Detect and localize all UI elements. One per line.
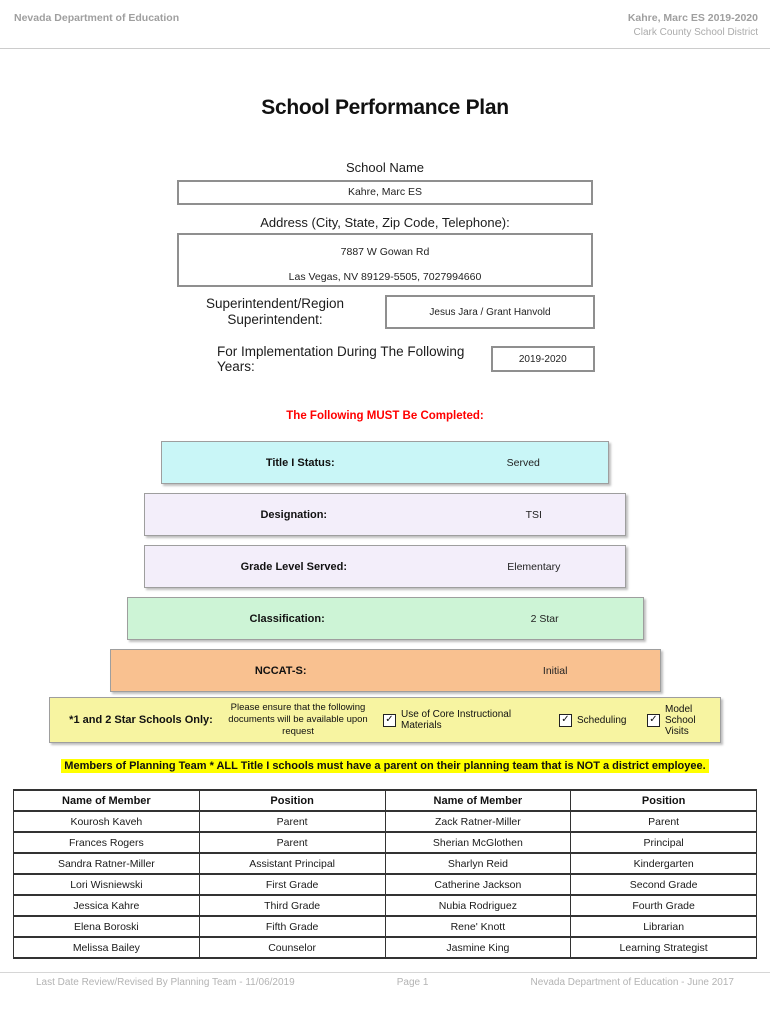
table-cell: Parent xyxy=(570,810,757,833)
table-cell: First Grade xyxy=(198,873,386,896)
members-table: Name of Member Position Name of Member P… xyxy=(13,789,757,959)
table-cell: Sandra Ratner-Miller xyxy=(13,852,200,875)
status-bar-classification: Classification: 2 Star xyxy=(126,597,644,640)
table-cell: Second Grade xyxy=(570,873,757,896)
header-divider xyxy=(0,48,770,49)
checkbox-core-instructional-materials[interactable]: ✓ Use of Core Instructional Materials xyxy=(383,709,553,731)
table-cell: Parent xyxy=(198,831,386,854)
table-cell: Third Grade xyxy=(198,894,386,917)
page-header: Nevada Department of Education Kahre, Ma… xyxy=(14,12,758,38)
title-i-status-value[interactable]: Served xyxy=(506,456,540,469)
table-cell: Kindergarten xyxy=(570,852,757,875)
classification-value[interactable]: 2 Star xyxy=(530,612,559,625)
table-cell: Jasmine King xyxy=(384,936,572,959)
checkbox-label: Use of Core Instructional Materials xyxy=(401,709,512,731)
classification-label: Classification: xyxy=(249,612,325,625)
footer-last-review: Last Date Review/Revised By Planning Tea… xyxy=(36,977,295,988)
status-bar-nccat-s: NCCAT-S: Initial xyxy=(109,649,661,692)
superintendent-row: Superintendent/Region Superintendent: Je… xyxy=(175,295,595,329)
table-cell: Principal xyxy=(570,831,757,854)
planning-team-notice-text: Members of Planning Team * ALL Title I s… xyxy=(61,759,709,773)
footer-doc-version: Nevada Department of Education - June 20… xyxy=(530,977,734,988)
status-bar-title-i-status: Title I Status: Served xyxy=(161,441,609,484)
checkbox-scheduling[interactable]: ✓ Scheduling xyxy=(559,713,647,727)
implementation-row: For Implementation During The Following … xyxy=(175,344,595,374)
nccat-s-label: NCCAT-S: xyxy=(254,664,307,677)
column-header-position-1: Position xyxy=(198,789,386,812)
column-header-name-1: Name of Member xyxy=(13,789,200,812)
table-cell: Elena Boroski xyxy=(13,915,200,938)
checked-checkbox-icon[interactable]: ✓ xyxy=(383,713,396,727)
checked-checkbox-icon[interactable]: ✓ xyxy=(647,713,660,727)
table-cell: Learning Strategist xyxy=(570,936,757,959)
address-line-2: Las Vegas, NV 89129-5505, 7027994660 xyxy=(288,271,482,283)
must-complete-notice: The Following MUST Be Completed: xyxy=(286,410,484,422)
grade-level-label: Grade Level Served: xyxy=(240,560,347,573)
designation-label: Designation: xyxy=(260,508,328,521)
designation-value[interactable]: TSI xyxy=(525,508,542,521)
star-schools-label: *1 and 2 Star Schools Only: xyxy=(69,714,213,726)
planning-team-notice: Members of Planning Team * ALL Title I s… xyxy=(0,756,770,774)
header-school-year: Kahre, Marc ES 2019-2020 xyxy=(627,12,758,24)
header-department: Nevada Department of Education xyxy=(14,12,180,24)
header-district: Clark County School District xyxy=(633,27,758,38)
grade-level-value[interactable]: Elementary xyxy=(507,560,561,573)
table-cell: Parent xyxy=(198,810,386,833)
table-cell: Nubia Rodriguez xyxy=(384,894,572,917)
table-cell: Lori Wisniewski xyxy=(13,873,200,896)
school-name-field[interactable]: Kahre, Marc ES xyxy=(177,180,593,205)
implementation-years-field[interactable]: 2019-2020 xyxy=(490,346,595,372)
table-cell: Rene' Knott xyxy=(384,915,572,938)
star-schools-band: *1 and 2 Star Schools Only: Please ensur… xyxy=(49,697,721,743)
table-cell: Sherian McGlothen xyxy=(384,831,572,854)
star-schools-description: Please ensure that the following documen… xyxy=(228,702,368,737)
checkbox-label: Model School Visits xyxy=(665,703,696,737)
superintendent-label: Superintendent/Region Superintendent: xyxy=(205,296,345,327)
status-bar-designation: Designation: TSI xyxy=(144,493,626,536)
table-cell: Jessica Kahre xyxy=(13,894,200,917)
school-name-label: School Name xyxy=(345,160,425,175)
address-line-1: 7887 W Gowan Rd xyxy=(340,246,430,258)
table-cell: Counselor xyxy=(198,936,386,959)
table-cell: Zack Ratner-Miller xyxy=(384,810,572,833)
address-field[interactable]: 7887 W Gowan Rd Las Vegas, NV 89129-5505… xyxy=(177,233,593,287)
nccat-s-value[interactable]: Initial xyxy=(542,664,568,677)
page-footer: Last Date Review/Revised By Planning Tea… xyxy=(36,977,734,988)
status-bar-grade-level: Grade Level Served: Elementary xyxy=(144,545,626,588)
checked-checkbox-icon[interactable]: ✓ xyxy=(559,713,572,727)
table-cell: Frances Rogers xyxy=(13,831,200,854)
table-cell: Assistant Principal xyxy=(198,852,386,875)
column-header-position-2: Position xyxy=(570,789,757,812)
table-cell: Fifth Grade xyxy=(198,915,386,938)
table-cell: Kourosh Kaveh xyxy=(13,810,200,833)
footer-page-number: Page 1 xyxy=(396,977,429,988)
page-title: School Performance Plan xyxy=(261,96,509,119)
footer-divider xyxy=(0,972,770,973)
checkbox-label: Scheduling xyxy=(577,714,627,726)
table-header-row: Name of Member Position Name of Member P… xyxy=(13,789,757,812)
table-cell: Fourth Grade xyxy=(570,894,757,917)
column-header-name-2: Name of Member xyxy=(384,789,572,812)
title-i-status-label: Title I Status: xyxy=(265,456,335,469)
address-label: Address (City, State, Zip Code, Telephon… xyxy=(260,215,510,230)
table-cell: Melissa Bailey xyxy=(13,936,200,959)
header-school-info: Kahre, Marc ES 2019-2020 Clark County Sc… xyxy=(628,12,758,38)
implementation-label: For Implementation During The Following … xyxy=(217,344,465,374)
table-cell: Catherine Jackson xyxy=(384,873,572,896)
superintendent-field[interactable]: Jesus Jara / Grant Hanvold xyxy=(385,295,595,329)
table-cell: Librarian xyxy=(570,915,757,938)
table-cell: Sharlyn Reid xyxy=(384,852,572,875)
checkbox-model-school-visits[interactable]: ✓ Model School Visits xyxy=(647,704,715,737)
